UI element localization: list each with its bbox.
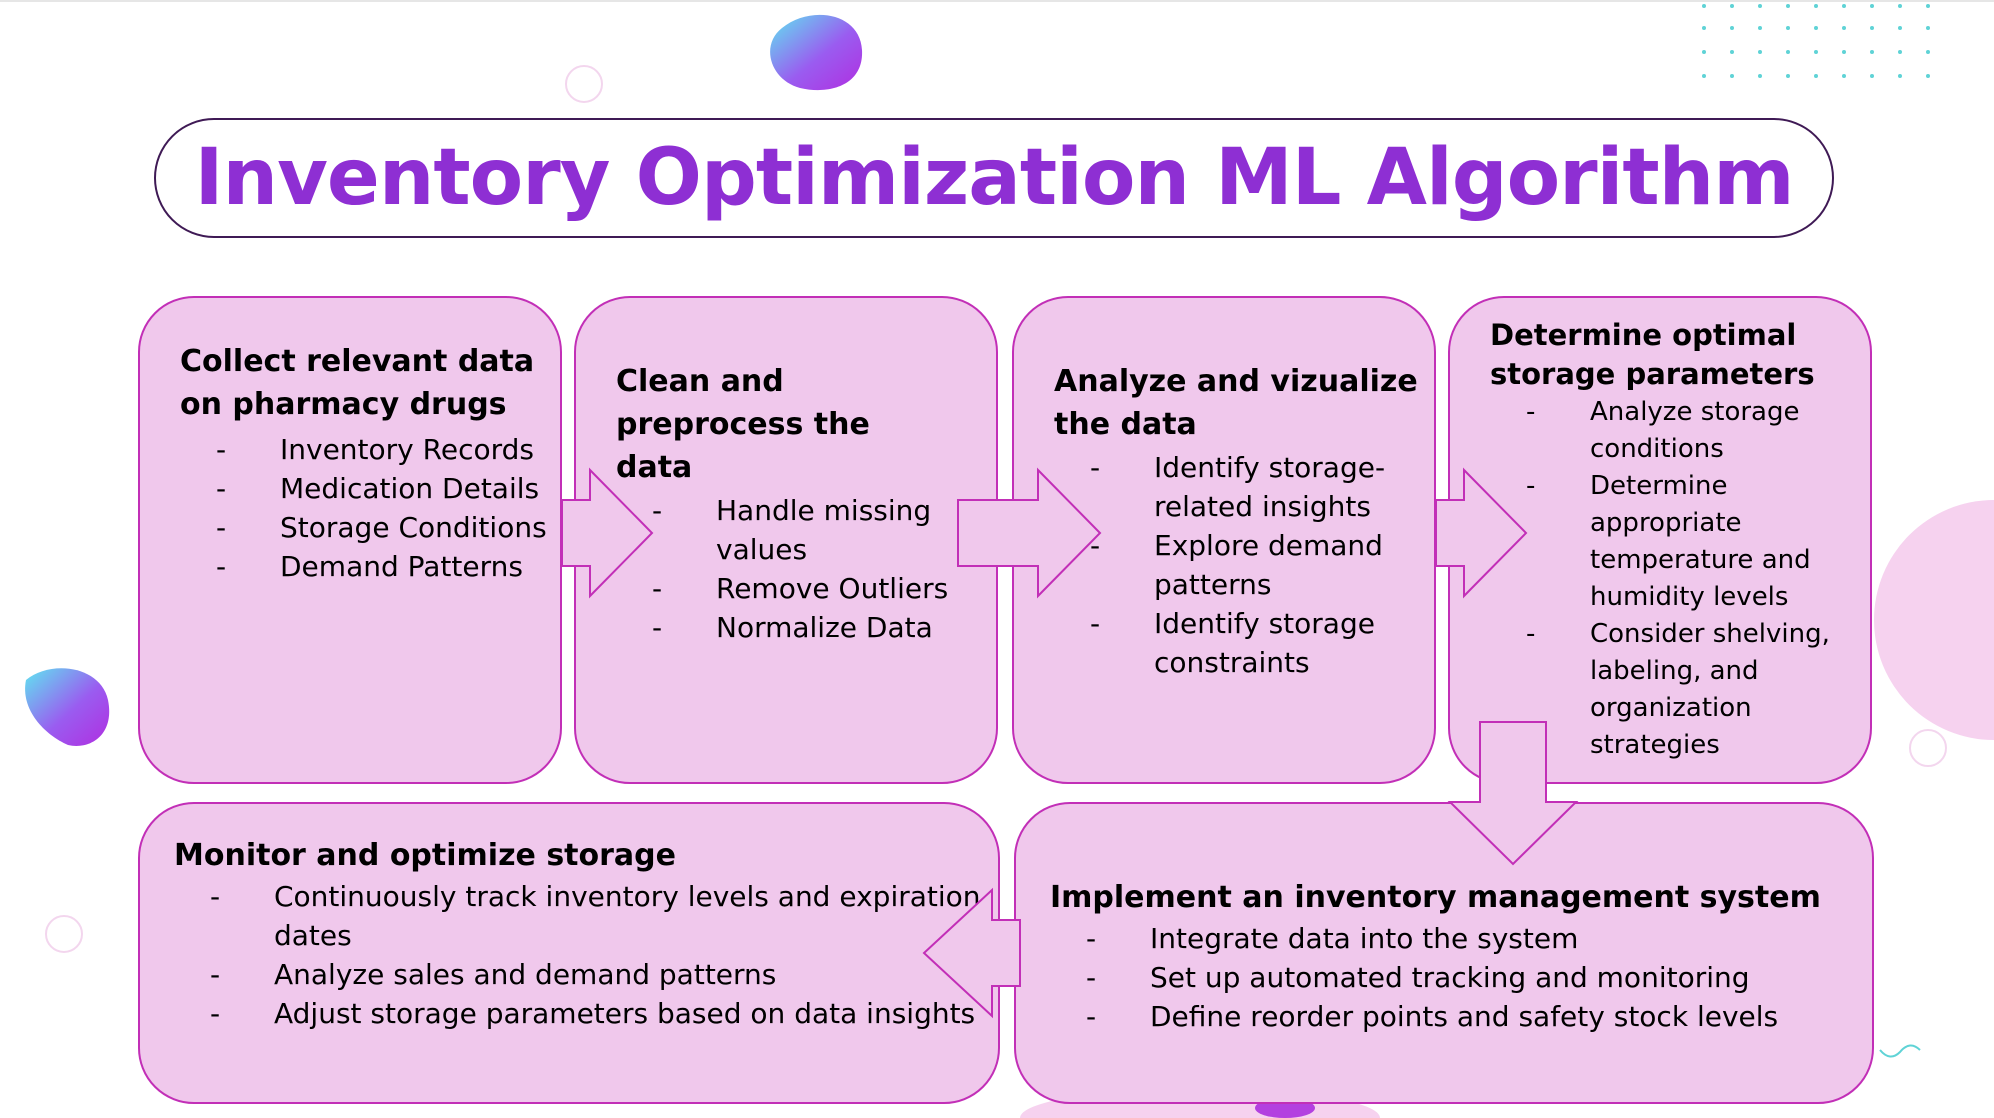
left-blob-shape — [25, 668, 110, 746]
outline-circle-left — [45, 915, 83, 953]
step-items: -Integrate data into the system -Set up … — [1050, 919, 1860, 1036]
list-item: -Consider shelving, labeling, and organi… — [1526, 619, 1830, 760]
outline-circle-top — [565, 65, 603, 103]
step-title: Collect relevant data on pharmacy drugs — [180, 344, 535, 422]
squiggle-shape — [1879, 1044, 1921, 1058]
arrow-right-2-icon — [957, 467, 1102, 599]
step-title: Monitor and optimize storage — [174, 838, 676, 873]
step-items: -Identify storage-related insights -Expl… — [1054, 448, 1424, 682]
list-item: -Medication Details — [216, 472, 540, 505]
list-item: -Storage Conditions — [216, 511, 547, 544]
step-collect-data: Collect relevant data on pharmacy drugs … — [138, 296, 562, 784]
right-pink-circle — [1874, 500, 1994, 740]
dot-grid — [1702, 4, 1930, 78]
step-items: -Continuously track inventory levels and… — [174, 877, 984, 1033]
outline-circle-right — [1909, 729, 1947, 767]
step-title: Analyze and vizualize the data — [1054, 364, 1418, 442]
list-item: -Normalize Data — [652, 611, 933, 644]
arrow-down-icon — [1447, 721, 1579, 866]
title-banner: Inventory Optimization ML Algorithm — [154, 118, 1834, 238]
arrow-left-icon — [922, 887, 1021, 1019]
list-item: -Analyze sales and demand patterns — [210, 958, 777, 991]
list-item: -Integrate data into the system — [1086, 922, 1579, 955]
step-items: -Handle missing values -Remove Outliers … — [616, 491, 986, 647]
list-item: -Demand Patterns — [216, 550, 523, 583]
step-items: -Inventory Records -Medication Details -… — [180, 430, 550, 586]
top-blob-shape — [770, 14, 863, 91]
list-item: -Inventory Records — [216, 433, 534, 466]
list-item: -Define reorder points and safety stock … — [1086, 1000, 1779, 1033]
list-item: -Identify storage constraints — [1090, 607, 1375, 679]
step-items: -Analyze storage conditions -Determine a… — [1490, 394, 1870, 764]
step-implement-system: Implement an inventory management system… — [1014, 802, 1874, 1104]
list-item: -Remove Outliers — [652, 572, 949, 605]
list-item: -Analyze storage conditions — [1526, 397, 1800, 464]
list-item: -Identify storage-related insights — [1090, 451, 1386, 523]
list-item: -Set up automated tracking and monitorin… — [1086, 961, 1750, 994]
arrow-right-3-icon — [1435, 467, 1528, 599]
list-item: -Determine appropriate temperature and h… — [1526, 471, 1811, 612]
list-item: -Handle missing values — [652, 494, 932, 566]
step-title: Implement an inventory management system — [1050, 880, 1821, 915]
step-monitor-optimize: Monitor and optimize storage -Continuous… — [138, 802, 1000, 1104]
list-item: -Continuously track inventory levels and… — [210, 880, 981, 952]
step-title: Determine optimal storage parameters — [1490, 318, 1815, 391]
step-title: Clean and preprocess the data — [616, 364, 870, 485]
list-item: -Explore demand patterns — [1090, 529, 1383, 601]
arrow-right-1-icon — [561, 467, 654, 599]
list-item: -Adjust storage parameters based on data… — [210, 997, 976, 1030]
page-title: Inventory Optimization ML Algorithm — [194, 133, 1795, 223]
step-storage-parameters: Determine optimal storage parameters -An… — [1448, 296, 1872, 784]
